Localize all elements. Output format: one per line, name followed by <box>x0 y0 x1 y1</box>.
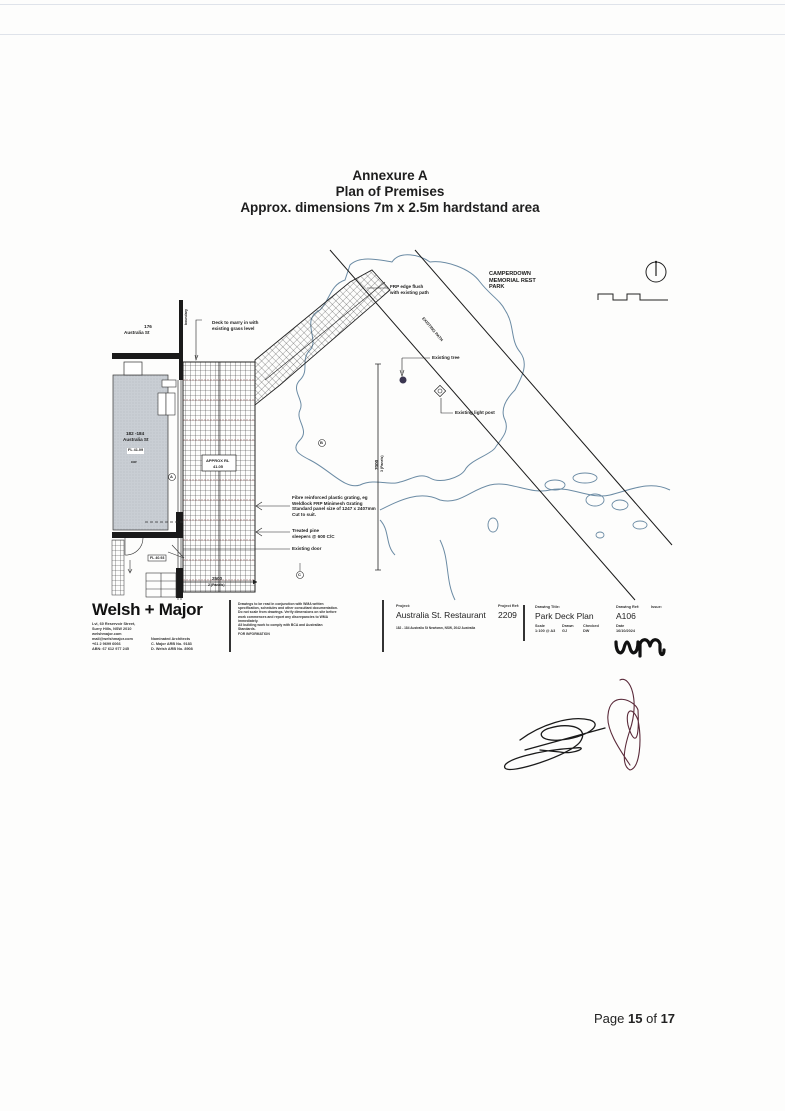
label-boundary: boundary <box>184 309 188 325</box>
current-page: 15 <box>628 1011 643 1026</box>
label-park-name: CAMPERDOWN MEMORIAL REST PARK <box>489 271 536 291</box>
divider <box>382 600 384 652</box>
drawing-title: Park Deck Plan <box>535 611 594 621</box>
approx-rl-box <box>201 454 237 472</box>
label-premises-street: Australia St <box>123 437 149 442</box>
marker-b <box>318 439 326 447</box>
drawing-title-block: Welsh + Major Lvl, 60 Reservoir Street, … <box>88 598 688 658</box>
scale-label: Scale <box>535 624 545 628</box>
drawn-label: Drawn <box>562 624 574 628</box>
project-name: Australia St. Restaurant <box>396 610 486 620</box>
marker-b-label: B <box>320 440 323 445</box>
drawing-ref-label: Drawing Ref: <box>616 605 640 609</box>
drawing-title-label: Drawing Title: <box>535 605 561 609</box>
canopy-blob <box>585 493 605 507</box>
label-dim-width-sub: 2 (Panels) <box>208 583 225 587</box>
frp-ramp-hatch <box>254 269 391 406</box>
canopy-blob <box>595 531 605 539</box>
label-dim-length: 7000 <box>374 459 379 470</box>
tree-canopy-outline-lower <box>379 483 671 601</box>
drawn-value: GJ <box>562 629 568 633</box>
project-address: 182 - 184 Australia St Newtown, NSW, 204… <box>396 626 476 630</box>
existing-door-swing <box>167 544 185 559</box>
label-existing-light-post: Existing light post <box>455 410 495 415</box>
page-number: Page 15 of 17 <box>594 1011 676 1026</box>
neighbour-wall <box>112 353 183 359</box>
nominated-architects: Nominated Architects C. Major ARB No. 91… <box>151 637 193 651</box>
canopy-blob <box>611 499 629 511</box>
site-plan-linework <box>111 249 673 601</box>
boundary-wall <box>179 300 183 380</box>
issue-label: Issue: <box>651 605 662 609</box>
drawing-ref: A106 <box>616 611 636 621</box>
canopy-blob <box>572 472 598 484</box>
marker-a-label: A <box>170 474 173 479</box>
label-grating-note: Fibre reinforced plastic grating, eg Wel… <box>292 495 376 517</box>
canopy-blob <box>487 517 499 533</box>
label-existing-tree: Existing tree <box>432 355 460 360</box>
north-arrow-icon <box>645 260 667 283</box>
tree-canopy-outline <box>295 254 525 487</box>
checked-value: DW <box>583 629 590 633</box>
page-heading: Annexure A Plan of Premises Approx. dime… <box>200 168 580 216</box>
scale-value: 1:100 @ A3 <box>535 629 556 633</box>
firm-name: Welsh + Major <box>92 600 203 619</box>
firm-address: Lvl, 60 Reservoir Street, Surry Hills, N… <box>92 622 136 651</box>
path-edge-line <box>414 249 673 546</box>
door-swing <box>124 537 144 556</box>
checked-label: Checked <box>583 624 599 628</box>
label-premises-number: 182 -184 <box>126 431 145 436</box>
label-dim-width: 2500 <box>212 576 223 581</box>
label-level-lower: FL 40.93 <box>150 556 165 560</box>
project-ref-label: Project Ref: <box>498 604 520 608</box>
heading-annexure: Annexure A <box>352 168 428 183</box>
site-plan-drawing: 176 Australia St 182 -184 Australia St F… <box>111 249 673 601</box>
scan-artifact-line <box>0 4 785 5</box>
label-neighbour-street: Australia St <box>124 330 150 335</box>
path-edge-line <box>329 249 636 601</box>
label-approx-rl-value: 41.05 <box>213 464 224 469</box>
date-value: 16/10/2024 <box>616 629 636 633</box>
divider <box>523 605 525 641</box>
drawing-notes: Drawings to be read in conjunction with … <box>238 602 338 637</box>
scan-artifact-line <box>0 34 785 35</box>
label-dim-length-sub: 3 (Panels) <box>380 455 384 472</box>
marker-c <box>296 571 304 579</box>
label-premises-level: FL 41.09 <box>127 448 145 454</box>
signature-icon <box>504 678 641 771</box>
divider <box>229 600 231 652</box>
wm-logo-icon <box>614 638 666 658</box>
total-pages: 17 <box>660 1011 676 1026</box>
label-approx-rl-title: APPROX RL <box>206 458 230 463</box>
label-premises-use: cor <box>131 460 137 464</box>
existing-tree-marker <box>399 376 407 384</box>
canopy-blob <box>544 479 566 491</box>
existing-light-post-marker <box>433 384 447 398</box>
marker-a <box>168 473 176 481</box>
label-frp-edge: FRP edge flush with existing path <box>390 284 429 295</box>
heading-plan-of-premises: Plan of Premises <box>335 184 445 199</box>
project-label: Project: <box>396 604 411 608</box>
scale-bar-icon <box>597 293 668 301</box>
project-ref: 2209 <box>498 610 517 620</box>
canopy-blob <box>632 520 648 530</box>
label-deck-marry: Deck to marry in with existing grass lev… <box>212 320 259 331</box>
heading-dimensions: Approx. dimensions 7m x 2.5m hardstand a… <box>240 200 540 215</box>
date-label: Date <box>616 624 625 628</box>
marker-c-label: C <box>298 572 301 577</box>
label-sleepers-note: Treated pine sleepers @ 600 C/C <box>292 528 335 539</box>
label-existing-door: Existing door <box>292 546 322 551</box>
label-neighbour-176: 176 <box>144 324 152 329</box>
